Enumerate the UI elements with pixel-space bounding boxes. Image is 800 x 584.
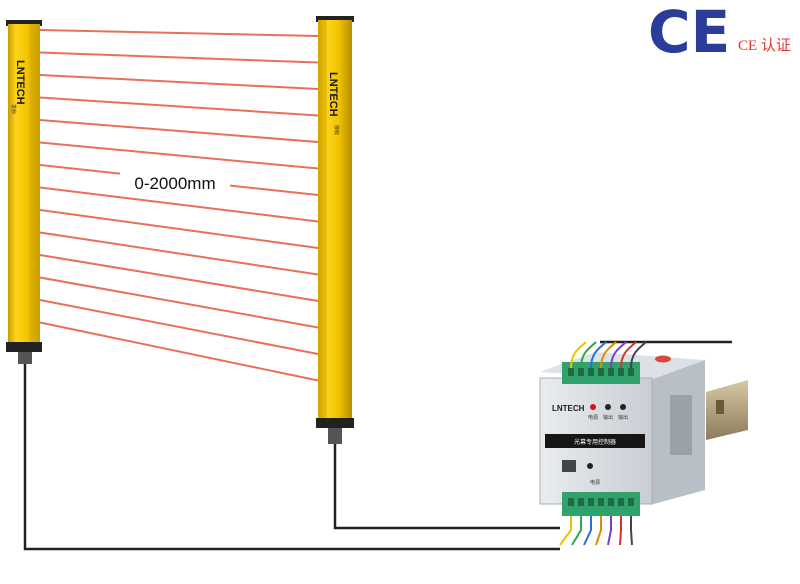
controller-button — [587, 463, 593, 469]
range-label-backdrop — [120, 170, 230, 196]
terminal-wire — [619, 516, 622, 546]
receiver-bar: LNTECH 接收 — [316, 16, 354, 444]
light-beam — [39, 299, 319, 355]
top-terminals — [568, 341, 647, 376]
terminal-wire — [583, 516, 592, 546]
indicator-led-1 — [590, 404, 596, 410]
emitter-brand: LNTECH — [14, 60, 26, 105]
light-beam — [39, 254, 319, 302]
receiver-brand: LNTECH — [327, 72, 339, 117]
terminal-screw — [618, 498, 624, 506]
terminal-screw — [608, 368, 614, 376]
controller-knob — [655, 355, 671, 363]
terminal-screw — [628, 498, 634, 506]
terminal-wire — [570, 341, 587, 369]
controller-strip-label: 光幕专用控制器 — [574, 438, 616, 446]
range-label: 0-2000mm — [134, 174, 215, 193]
controller-port-label: 电源 — [590, 479, 600, 486]
indicator-label-2: 输出 — [603, 414, 613, 421]
light-beam — [39, 186, 319, 223]
light-beam — [39, 96, 319, 117]
terminal-screw — [598, 498, 604, 506]
emitter-bar: LNTECH 发射 — [6, 20, 42, 364]
terminal-screw — [628, 368, 634, 376]
controller-vent — [670, 395, 692, 455]
indicator-led-2 — [605, 404, 611, 410]
light-beam — [39, 29, 319, 37]
light-beam — [39, 276, 319, 329]
terminal-screw — [608, 498, 614, 506]
emitter-top-cap — [6, 20, 42, 26]
indicator-label-1: 电源 — [588, 414, 598, 421]
terminal-screw — [578, 498, 584, 506]
range-label-group: 0-2000mm — [120, 170, 230, 196]
receiver-cable — [333, 444, 560, 530]
terminal-screw — [598, 368, 604, 376]
terminal-wire — [580, 341, 597, 369]
light-beam — [39, 231, 319, 276]
terminal-wire — [571, 516, 582, 546]
terminal-wire — [630, 341, 647, 369]
controller-label-strip — [545, 434, 645, 448]
emitter-bottom-cap — [6, 342, 42, 352]
light-beam — [39, 321, 319, 382]
ce-cert-label: CE 认证 — [738, 37, 791, 54]
terminal-screw — [588, 368, 594, 376]
terminal-wire — [595, 516, 602, 546]
receiver-lens-strip — [318, 20, 327, 420]
cables — [23, 340, 732, 551]
light-beam — [39, 74, 319, 90]
terminal-screw — [568, 368, 574, 376]
indicator-led-3 — [620, 404, 626, 410]
emitter-lens-strip — [30, 24, 40, 344]
din-rail — [706, 380, 748, 440]
indicator-label-3: 输出 — [618, 414, 628, 421]
terminal-wire — [590, 341, 607, 369]
terminal-screw — [618, 368, 624, 376]
light-beams — [39, 29, 319, 382]
terminal-wire — [610, 341, 627, 369]
terminal-screw — [568, 498, 574, 506]
receiver-bottom-cap — [316, 418, 354, 428]
terminal-wire — [630, 516, 633, 546]
terminal-wire — [600, 341, 617, 369]
light-beam — [39, 51, 319, 64]
receiver-tag: 接收 — [333, 125, 340, 135]
controller-module: LNTECH 电源 输出 输出 光幕专用控制器 电源 — [539, 341, 705, 546]
din-rail-body — [706, 380, 748, 440]
terminal-wire — [559, 516, 572, 546]
controller-port — [562, 460, 576, 472]
emitter-tag: 发射 — [10, 104, 17, 114]
bottom-terminals — [559, 498, 634, 546]
controller-brand: LNTECH — [552, 404, 585, 413]
terminal-screw — [588, 498, 594, 506]
emitter-cable — [23, 364, 560, 551]
ce-mark: CE — [648, 0, 730, 66]
receiver-connector — [328, 428, 342, 444]
receiver-top-cap — [316, 16, 354, 22]
ce-certification: CE CE 认证 — [648, 0, 791, 66]
light-beam — [39, 119, 319, 143]
din-rail-slot — [716, 400, 724, 414]
light-beam — [39, 209, 319, 249]
emitter-connector — [18, 352, 32, 364]
terminal-wire — [620, 341, 637, 369]
terminal-wire — [607, 516, 612, 546]
light-beam — [39, 141, 319, 170]
terminal-screw — [578, 368, 584, 376]
